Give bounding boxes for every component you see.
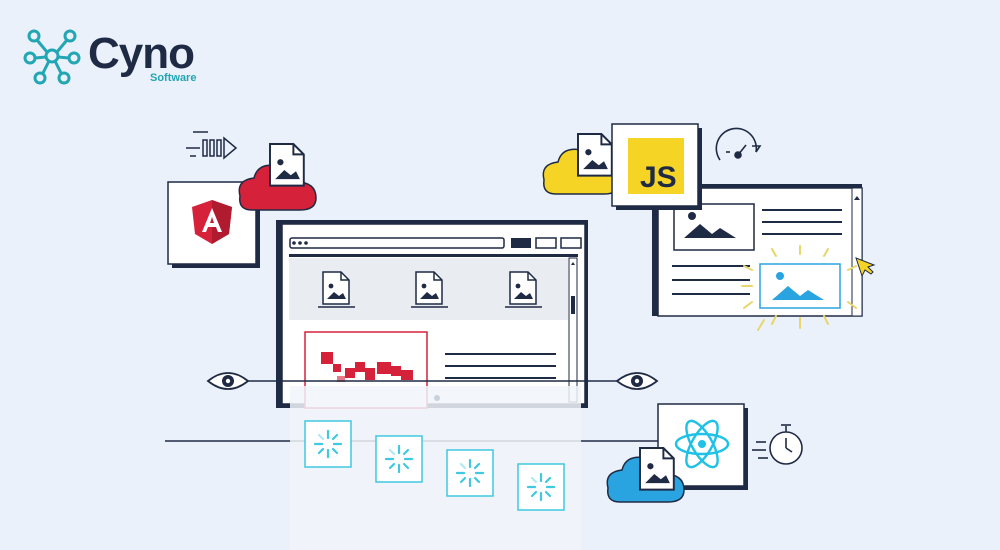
angular-logo-icon (167, 181, 260, 268)
browser-window (276, 220, 588, 409)
javascript-logo-icon: JS (611, 123, 702, 210)
stopwatch-icon (752, 424, 803, 465)
cursor-icon (855, 257, 876, 278)
eye-icon-left (206, 372, 250, 390)
brand-tagline: Software (150, 72, 197, 84)
loading-spinner-icon (304, 420, 565, 511)
network-logo-icon (23, 29, 81, 85)
js-label: JS (640, 161, 677, 194)
image-placeholder-icon (759, 263, 841, 309)
image-file-icon (269, 143, 305, 187)
speedometer-icon (715, 127, 762, 161)
eye-icon-right (615, 372, 659, 390)
brand-name: Cyno (88, 29, 195, 78)
